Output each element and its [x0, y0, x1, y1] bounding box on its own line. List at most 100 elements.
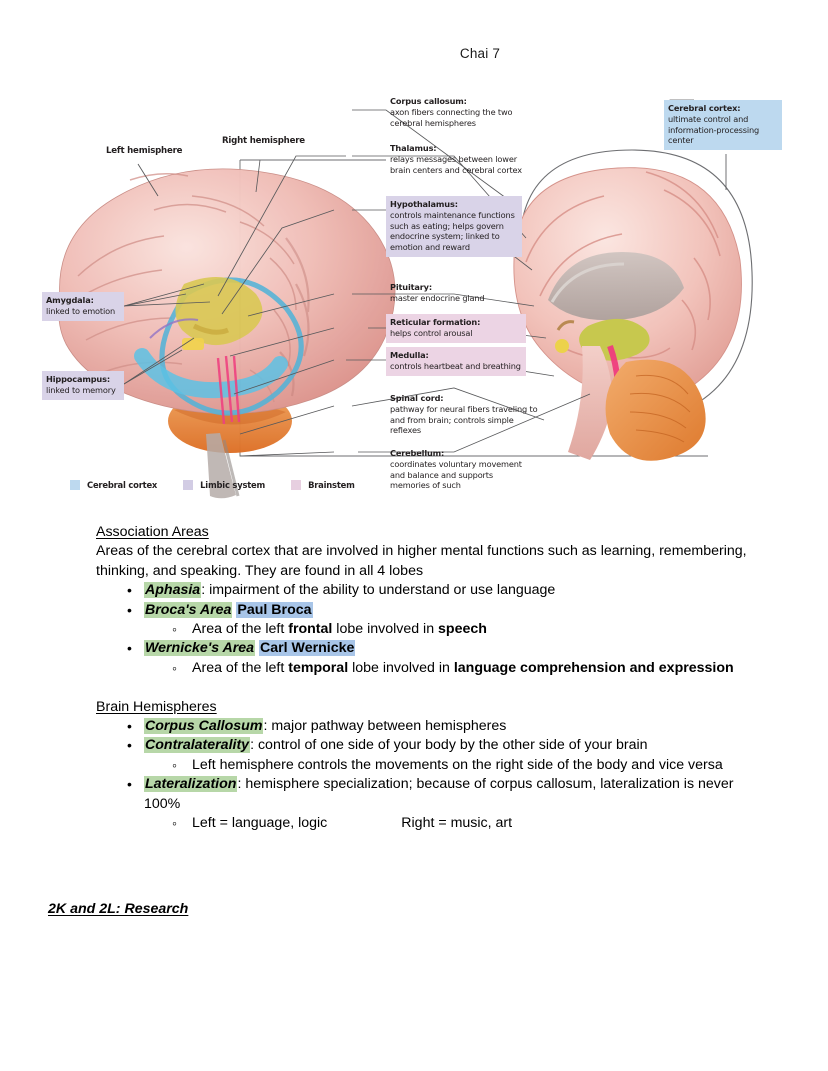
- heading-association-areas: Association Areas: [96, 524, 209, 540]
- callout-title: Pituitary:: [390, 282, 432, 292]
- legend-label: Cerebral cortex: [87, 480, 158, 490]
- heading-2k-2l-research: 2K and 2L: Research: [48, 901, 189, 917]
- list-brain-hemispheres: Corpus Callosum: major pathway between h…: [48, 717, 748, 833]
- text-pre: Area of the left: [192, 659, 289, 676]
- label-left-hemisphere: Left hemisphere: [106, 146, 183, 156]
- right-brain-sagittal: [513, 149, 753, 461]
- term-definition: : major pathway between hemispheres: [263, 718, 507, 735]
- callout-title: Cerebral cortex:: [668, 103, 741, 113]
- text-bold-frontal: frontal: [288, 621, 333, 638]
- legend-swatch-icon: [183, 480, 194, 490]
- text-bold-comprehension: language comprehension and expression: [453, 659, 734, 676]
- sublist: Area of the left temporal lobe involved …: [144, 659, 748, 678]
- subbullet-wernicke-detail: Area of the left temporal lobe involved …: [192, 659, 748, 678]
- bullet-lateralization: Lateralization: hemisphere specializatio…: [144, 775, 748, 814]
- callout-hippocampus: Hippocampus: linked to memory: [42, 371, 124, 400]
- text-pre: Area of the left: [192, 621, 289, 638]
- callout-title: Reticular formation:: [390, 317, 481, 327]
- paragraph-association-areas: Areas of the cerebral cortex that are in…: [96, 543, 747, 579]
- brain-illustration: [58, 99, 753, 499]
- callout-cerebral-cortex: Cerebral cortex: ultimate control and in…: [664, 100, 782, 151]
- callout-body: pathway for neural fibers traveling to a…: [390, 403, 538, 436]
- callout-body: helps control arousal: [390, 327, 473, 338]
- list-item: Contralaterality: control of one side of…: [48, 736, 748, 775]
- list-item: Left hemisphere controls the movements o…: [144, 756, 748, 775]
- sagittal-brainstem: [568, 346, 613, 460]
- label-right-hemisphere: Right hemisphere: [222, 136, 305, 146]
- person-highlight: Paul Broca: [236, 601, 313, 618]
- callout-pituitary: Pituitary: master endocrine gland: [390, 282, 540, 304]
- left-brain-3d: [58, 168, 396, 499]
- term-highlight: Aphasia: [144, 582, 202, 599]
- text-mid: lobe involved in: [348, 659, 454, 676]
- figure-legend: Cerebral cortex Limbic system Brainstem: [70, 480, 355, 490]
- callout-corpus-callosum: Corpus callosum: axon fibers connecting …: [390, 96, 530, 128]
- term-definition: : hemisphere specialization; because of …: [144, 776, 734, 812]
- sublist: Left = language, logic Right = music, art: [144, 814, 748, 833]
- callout-title: Thalamus:: [390, 143, 437, 153]
- callout-title: Spinal cord:: [390, 393, 444, 403]
- list-item: Area of the left frontal lobe involved i…: [144, 620, 748, 639]
- term-highlight: Wernicke's Area: [144, 640, 256, 657]
- callout-body: relays messages between lower brain cent…: [390, 153, 522, 175]
- brain-anatomy-figure: Left hemisphere Right hemisphere Corpus …: [34, 88, 796, 513]
- term-highlight: Contralaterality: [144, 737, 251, 754]
- leader-lines: [123, 99, 727, 457]
- bullet-wernickes-area: Wernicke's Area Carl Wernicke: [144, 639, 748, 658]
- bullet-corpus-callosum: Corpus Callosum: major pathway between h…: [144, 717, 748, 736]
- callout-hypothalamus: Hypothalamus: controls maintenance funct…: [386, 196, 522, 258]
- callout-thalamus: Thalamus: relays messages between lower …: [390, 143, 530, 175]
- text-bold-speech: speech: [438, 621, 487, 638]
- callout-body: coordinates voluntary movement and balan…: [390, 458, 522, 491]
- callout-title: Hippocampus:: [46, 374, 110, 384]
- subbullet-broca-detail: Area of the left frontal lobe involved i…: [192, 620, 748, 639]
- term-definition: : impairment of the ability to understan…: [201, 582, 556, 599]
- callout-title: Medulla:: [390, 350, 429, 360]
- legend-label: Brainstem: [308, 480, 355, 490]
- callout-title: Amygdala:: [46, 295, 94, 305]
- section-spacer: [48, 678, 748, 697]
- corpus-callosum-shape: [548, 252, 684, 321]
- list-item: Broca's Area Paul Broca Area of the left…: [48, 601, 748, 640]
- sublist: Left hemisphere controls the movements o…: [144, 756, 748, 775]
- term-definition: : control of one side of your body by th…: [250, 737, 648, 754]
- list-item: Area of the left temporal lobe involved …: [144, 659, 748, 678]
- subbullet-lateralization-detail: Left = language, logic Right = music, art: [192, 814, 748, 833]
- text-right-hemisphere: Right = music, art: [401, 815, 513, 832]
- text-mid: lobe involved in: [332, 621, 439, 638]
- callout-medulla: Medulla: controls heartbeat and breathin…: [386, 347, 526, 376]
- brainstem-fibers: [216, 355, 241, 425]
- term-highlight: Corpus Callosum: [144, 718, 264, 735]
- text-bold-temporal: temporal: [288, 659, 349, 676]
- list-item: Aphasia: impairment of the ability to un…: [48, 581, 748, 600]
- legend-label: Limbic system: [200, 480, 266, 490]
- callout-title: Hypothalamus:: [390, 199, 458, 209]
- legend-swatch-icon: [291, 480, 302, 490]
- heading-brain-hemispheres: Brain Hemispheres: [96, 698, 217, 715]
- bullet-contralaterality: Contralaterality: control of one side of…: [144, 736, 748, 755]
- callout-reticular-formation: Reticular formation: helps control arous…: [386, 314, 526, 343]
- page-header: Chai 7: [0, 46, 828, 61]
- callout-body: controls maintenance functions such as e…: [390, 209, 515, 253]
- legend-item-cerebral-cortex: Cerebral cortex: [70, 480, 157, 490]
- hippocampus-shape: [134, 348, 288, 399]
- callout-body: linked to emotion: [46, 305, 116, 316]
- callout-body: ultimate control and information-process…: [668, 113, 760, 146]
- callout-spinal-cord: Spinal cord: pathway for neural fibers t…: [390, 393, 540, 436]
- header-title: Chai 7: [459, 46, 501, 61]
- callout-body: controls heartbeat and breathing: [390, 360, 521, 371]
- callout-body: linked to memory: [46, 384, 116, 395]
- term-highlight: Broca's Area: [144, 601, 233, 618]
- term-highlight: Lateralization: [144, 776, 238, 793]
- person-highlight: Carl Wernicke: [259, 640, 356, 657]
- list-item: Wernicke's Area Carl Wernicke Area of th…: [48, 639, 748, 678]
- text-left-hemisphere: Left = language, logic: [192, 815, 328, 832]
- list-item: Corpus Callosum: major pathway between h…: [48, 717, 748, 736]
- list-item: Lateralization: hemisphere specializatio…: [48, 775, 748, 833]
- callout-body: axon fibers connecting the two cerebral …: [390, 106, 513, 128]
- list-item: Left = language, logic Right = music, art: [144, 814, 748, 833]
- amygdala-shape: [182, 338, 204, 350]
- callout-amygdala: Amygdala: linked to emotion: [42, 292, 124, 321]
- bullet-brocas-area: Broca's Area Paul Broca: [144, 601, 748, 620]
- sublist: Area of the left frontal lobe involved i…: [144, 620, 748, 639]
